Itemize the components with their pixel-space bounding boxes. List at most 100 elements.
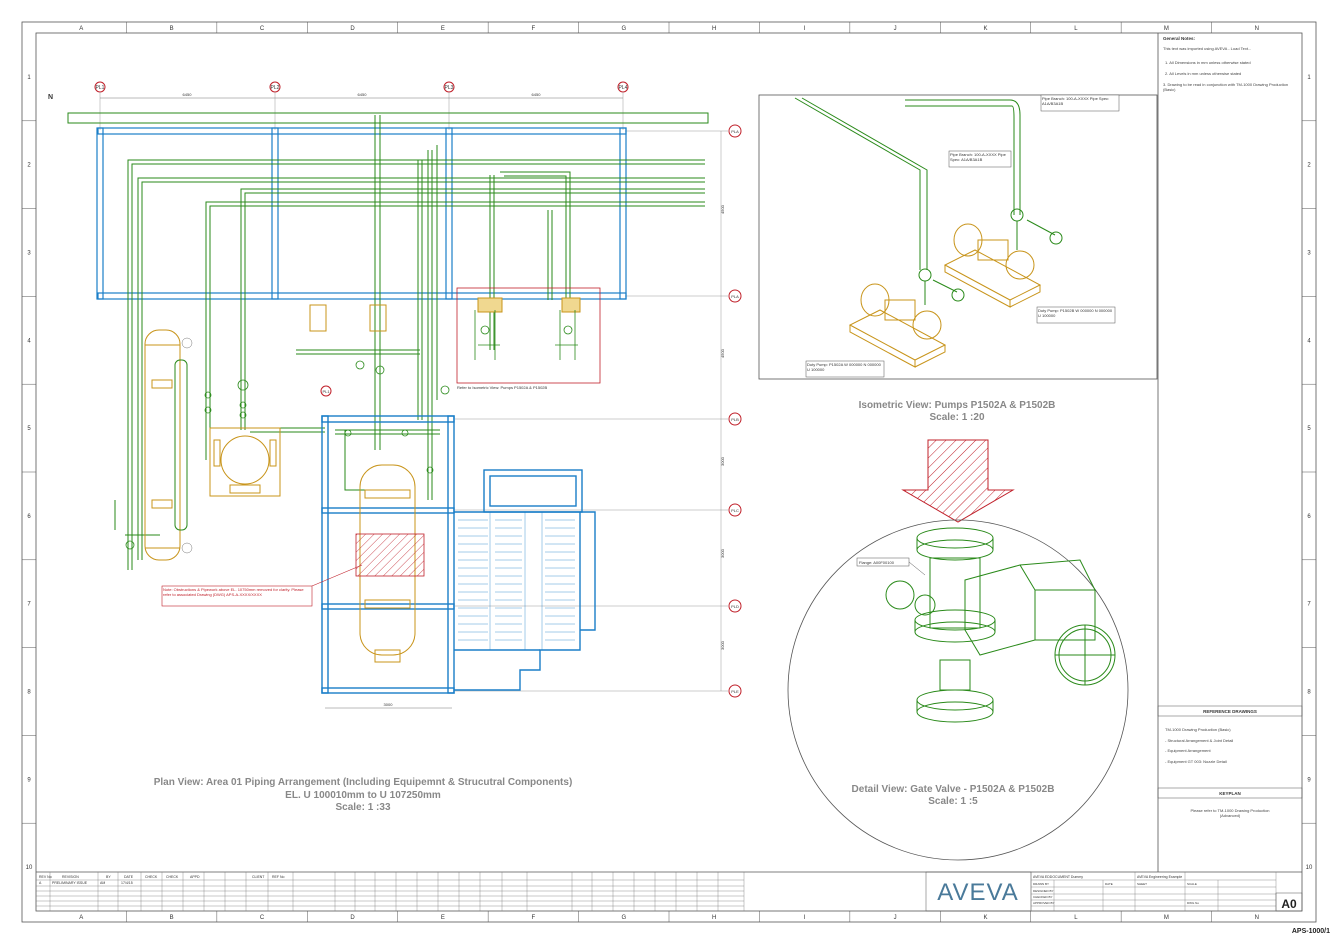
detail-label-flange: Flange: A00F00100: [859, 560, 895, 565]
tb-field-0: DRAWN BY: [1033, 882, 1049, 886]
grid-col-bottom-I: I: [804, 915, 806, 921]
dim-top-2: 6450: [358, 92, 368, 97]
pump-callout-box: [456, 287, 601, 384]
tb-field-3: APPROVED BY: [1033, 901, 1055, 905]
dim-right-5: 3000: [720, 640, 725, 650]
reference-heading: REFERENCE DRAWINGS: [1203, 709, 1257, 714]
rev-hdr-10: REF No: [272, 875, 285, 879]
grid-row-right-1: 1: [1307, 75, 1311, 81]
dim-top-3: 6450: [532, 92, 542, 97]
notes-intro: This text was imported using AVEVA - Loa…: [1163, 46, 1251, 51]
grid-row-left-1: 1: [27, 75, 31, 81]
tb-field-5: SHEET: [1137, 882, 1147, 886]
grid-col-bottom-M: M: [1164, 915, 1169, 921]
tb-field-4: DATE: [1105, 882, 1113, 886]
rev-a-by: AM: [100, 881, 105, 885]
hatched-region: [355, 533, 425, 577]
rev-hdr-7: DATE: [124, 875, 134, 879]
grid-row-left-10: 10: [26, 865, 33, 871]
grid-col-bottom-B: B: [170, 915, 174, 921]
grid-col-bottom-H: H: [712, 915, 716, 921]
grid-bubble-ple: PLE: [728, 684, 742, 698]
dim-right-1: 4500: [720, 204, 725, 214]
tb-field-1: DESIGNED BY: [1033, 889, 1054, 893]
grid-bubble-plc: PLC: [728, 503, 742, 517]
tb-field-2: CHECKED BY: [1033, 895, 1053, 899]
rev-hdr-6: APPD: [190, 875, 200, 879]
note-text: Note: Obstructions & Pipework above EL. …: [163, 587, 304, 597]
iso-label-pump-a: Duty Pump: P1502A W 000000 N 000000 U 10…: [807, 362, 881, 372]
revision-block: REV No REVISION BY DATE CHECK CHECK APPD…: [35, 871, 1302, 911]
grid-row-left-3: 3: [27, 251, 31, 257]
grid-row-right-10: 10: [1306, 865, 1313, 871]
tb-title-field: AVEVA EDDOCUMENT Dummy: [1033, 875, 1083, 879]
rev-a-no: A: [39, 881, 42, 885]
grid-col-top-L: L: [1074, 26, 1078, 32]
grid-row-left-6: 6: [27, 514, 31, 520]
drawing-number: APS-1000/1: [1292, 928, 1330, 935]
grid-col-top-M: M: [1164, 26, 1169, 32]
grid-col-top-J: J: [894, 26, 897, 32]
header-pipe: [67, 112, 709, 124]
grid-col-bottom-D: D: [350, 915, 355, 921]
pump-callout-text: Refer to Isometric View: Pumps P1502A & …: [457, 385, 548, 390]
grid-row-left-7: 7: [27, 602, 31, 608]
grid-col-bottom-L: L: [1074, 915, 1078, 921]
reference-item-4: - Equipment GT 003: Nozzle Detail: [1165, 759, 1227, 764]
keyplan-heading: KEYPLAN: [1219, 791, 1241, 796]
plan-title-1: Plan View: Area 01 Piping Arrangement (I…: [154, 777, 573, 788]
iso-scale: Scale: 1 :20: [929, 412, 984, 423]
grid-bubble-pl3: PL3: [443, 81, 455, 93]
grid-col-bottom-E: E: [441, 915, 445, 921]
tb-field-6: SCALE: [1187, 882, 1197, 886]
vertical-vessel-left: [144, 329, 188, 561]
grid-col-top-B: B: [170, 26, 174, 32]
grid-row-right-3: 3: [1307, 251, 1311, 257]
grid-col-top-E: E: [441, 26, 445, 32]
detail-view: Flange: A00F00100 Detail View: Gate Valv…: [787, 519, 1129, 861]
rev-hdr-0: REV No: [39, 875, 52, 879]
pipe-valves: [125, 360, 450, 550]
grid-col-bottom-K: K: [983, 915, 987, 921]
plan-title-2: EL. U 100010mm to U 107250mm: [285, 790, 441, 801]
svg-text:PL2: PL2: [271, 85, 280, 91]
grid-row-right-9: 9: [1307, 777, 1311, 783]
grid-row-left-5: 5: [27, 426, 31, 432]
tb-client-field: AVEVA Engineering Example: [1137, 875, 1182, 879]
grid-col-top-C: C: [260, 26, 265, 32]
rev-hdr-1: REVISION: [62, 875, 79, 879]
grid-row-left-2: 2: [27, 163, 31, 169]
horizontal-drum: [209, 427, 281, 497]
grid-row-right-5: 5: [1307, 426, 1311, 432]
grid-row-left-8: 8: [27, 690, 31, 696]
pumps-plan: [309, 297, 581, 332]
isometric-view: Pipe Branch: 100-A-XXXX Pipe Spec: A1A/B…: [758, 94, 1158, 423]
grid-col-bottom-C: C: [260, 915, 265, 921]
grid-col-top-D: D: [350, 26, 355, 32]
notes-column: General Notes: This text was imported us…: [1157, 33, 1303, 872]
grid-bubble-mid: PL1: [320, 385, 332, 397]
grid-row-left-4: 4: [27, 338, 31, 344]
rev-hdr-3: CHECK: [145, 875, 158, 879]
iso-frame: [758, 94, 1158, 380]
rev-a-desc: PRELIMINARY ISSUE: [52, 881, 88, 885]
grid-col-top-N: N: [1255, 26, 1259, 32]
rev-hdr-2: BY: [106, 875, 111, 879]
iso-label-branch2: Pipe Branch: 100-A-XXXX Pipe Spec: A1A/B…: [950, 152, 1006, 162]
svg-text:PLC: PLC: [731, 508, 739, 513]
upper-steel-frame: [96, 127, 627, 300]
grid-col-bottom-J: J: [894, 915, 897, 921]
title-block: AVEVA AVEVA EDDOCUMENT Dummy AVEVA Engin…: [925, 871, 1330, 935]
rev-a-date: 17/4/15: [121, 881, 133, 885]
svg-text:PLB: PLB: [731, 417, 739, 422]
grid-row-right-2: 2: [1307, 163, 1311, 169]
grid-col-bottom-N: N: [1255, 915, 1259, 921]
reference-item-1: TM-1000 Drawing Production (Basic): [1165, 727, 1231, 732]
notes-item-3: 3. Drawing to be read in conjunction wit…: [1163, 82, 1289, 92]
dim-right-3: 3000: [720, 456, 725, 466]
svg-text:PL1: PL1: [96, 85, 105, 91]
grid-row-right-6: 6: [1307, 514, 1311, 520]
detail-title: Detail View: Gate Valve - P1502A & P1502…: [852, 784, 1055, 795]
